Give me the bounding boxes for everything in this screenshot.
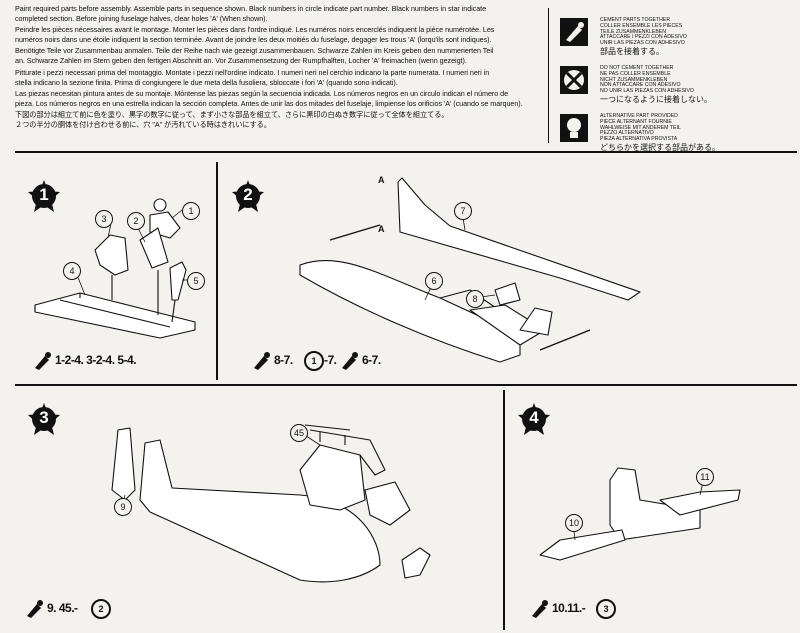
part-callout: 10 [565,514,583,532]
legend-line: PIEZA ALTERNATIVA PROVISTA [600,136,678,143]
legend-alternative-text: ALTERNATIVE PART PROVIDED PIECE ALTERNAN… [600,113,720,152]
cement-tube-icon [532,600,548,618]
cement-tube-icon [35,352,51,370]
step-1-badge: 1 [28,180,60,212]
assembly-sequence: 6-7. [362,353,381,367]
legend-line: WAHLWEISE MIT ANDEREM TEIL [600,124,681,131]
symbol-legend: CEMENT PARTS TOGETHER COLLER ENSEMBLE LE… [560,17,790,162]
hole-a-label: A [378,175,385,185]
legend-line: PIECE ALTERNANT FOURNIE [600,118,672,125]
instruction-line: stella indicano la sezione finita. Prima… [15,78,398,87]
legend-line: NE PAS COLLER ENSEMBLE [600,70,671,77]
part-callout: 11 [696,468,714,486]
step1-seat-drawing [94,234,129,300]
panel-divider-row [15,384,797,386]
legend-line: TEILE ZUSAMMENKLEBEN [600,28,667,35]
step-number: 2 [243,185,253,204]
instruction-line: ２つの半分の胴体を付け合わせる前に、穴 "A" が汚れている時はきれいにする。 [15,121,271,130]
legend-line-jp: どちらかを選択する部品がある。 [600,142,720,152]
part-callout: 2 [127,212,145,230]
panel-divider-2 [503,390,505,630]
part-callout: 7 [454,202,472,220]
legend-no-cement-text: DO NOT CEMENT TOGETHER NE PAS COLLER ENS… [600,65,712,104]
legend-line-jp: 一つになるように接着しない。 [600,94,712,104]
cement-tube-icon [27,600,43,618]
legend-line: DO NOT CEMENT TOGETHER [600,65,674,71]
instruction-line: an. Schwarze Zahlen im Stern geben den f… [15,57,467,66]
step-number: 4 [529,408,539,427]
assembly-sequence: 1-2-4. 3-2-4. 5-4. [55,353,137,367]
completed-section-star: 1 [304,351,324,371]
step2-fuselage-drawing [299,177,641,363]
cement-tube-icon [560,18,588,46]
legend-no-cement: DO NOT CEMENT TOGETHER NE PAS COLLER ENS… [560,65,790,110]
assembly-sequence: 10.11.- [552,601,586,615]
header-rule [15,151,797,153]
legend-line-jp: 部品を接着する。 [600,46,664,56]
general-instructions: Paint required parts before assembly. As… [15,5,535,131]
legend-line: NO UNIR LAS PIEZAS CON ADHESIVO [600,88,694,95]
step4-tail-drawing [539,467,741,561]
part-callout: 9 [114,498,132,516]
step-2-badge: 2 [232,180,264,212]
instruction-line: completed section. Before joining fusela… [15,15,268,24]
no-cement-icon [560,66,588,94]
legend-line: COLLER ENSEMBLE LES PIECES [600,22,683,29]
step-4-badge: 4 [518,403,550,435]
legend-line: ALTERNATIVE PART PROVIDED [600,113,678,119]
completed-section-star: 3 [596,599,616,619]
legend-line: UNIR LAS PIEZAS CON ADHESIVO [600,40,685,47]
alternative-part-icon [560,114,588,142]
step3-fuselage-drawing [111,424,431,583]
legend-line: CEMENT PARTS TOGETHER [600,17,671,23]
panel-divider-1 [216,162,218,380]
legend-alternative: ALTERNATIVE PART PROVIDED PIECE ALTERNAN… [560,113,790,158]
step-number: 3 [39,408,49,427]
assembly-sequence: 9. 45.- [47,601,78,615]
cement-tube-icon [342,352,358,370]
part-callout: 45 [290,424,308,442]
instruction-line: Peindre les pièces nécessaires avant le … [15,26,495,35]
instruction-line: Las piezas necesitan pintura antes de su… [15,89,509,98]
header-divider [548,8,549,143]
instruction-line: pieza. Los números negros en una estrell… [15,99,523,108]
legend-cement: CEMENT PARTS TOGETHER COLLER ENSEMBLE LE… [560,17,790,62]
legend-line: NON ATTACCARE CON ADESIVO [600,82,681,89]
instruction-line: 下図の部分は組立て前に色を塗り、黒字の数字に従って、まず小さな部品を組立て、さら… [15,110,449,119]
step1-pilot-drawing [139,198,181,315]
hole-a-label: A [378,224,385,234]
step-3-badge: 3 [28,403,60,435]
completed-section-star: 2 [91,599,111,619]
legend-cement-text: CEMENT PARTS TOGETHER COLLER ENSEMBLE LE… [600,17,687,56]
part-callout: 5 [187,272,205,290]
instruction-line: Benötigte Teile vor Zusammenbau anmalen.… [15,47,494,56]
legend-line: ATTACCARE I PEZZI CON ADESIVO [600,34,687,41]
step1-floor-drawing [34,292,196,339]
assembly-sequence: 8-7. [274,353,293,367]
step-number: 1 [39,185,49,204]
instruction-header: Paint required parts before assembly. As… [0,0,800,152]
legend-line: PEZZO ALTERNATIVO [600,130,654,137]
legend-line: NICHT ZUSAMMENKLEBEN [600,76,668,83]
part-callout: 8 [466,290,484,308]
step1-stick-drawing [169,261,187,323]
part-callout: 4 [63,262,81,280]
instruction-line: Paint required parts before assembly. As… [15,5,487,13]
part-callout: 3 [95,210,113,228]
instruction-line: numéros noirs dans une étoile indiquent … [15,36,492,45]
assembly-sequence: -7. [324,353,337,367]
cement-tube-icon [254,352,270,370]
part-callout: 1 [182,202,200,220]
part-callout: 6 [425,272,443,290]
instruction-line: Pitturate i pezzi necessari prima del mo… [15,68,490,77]
